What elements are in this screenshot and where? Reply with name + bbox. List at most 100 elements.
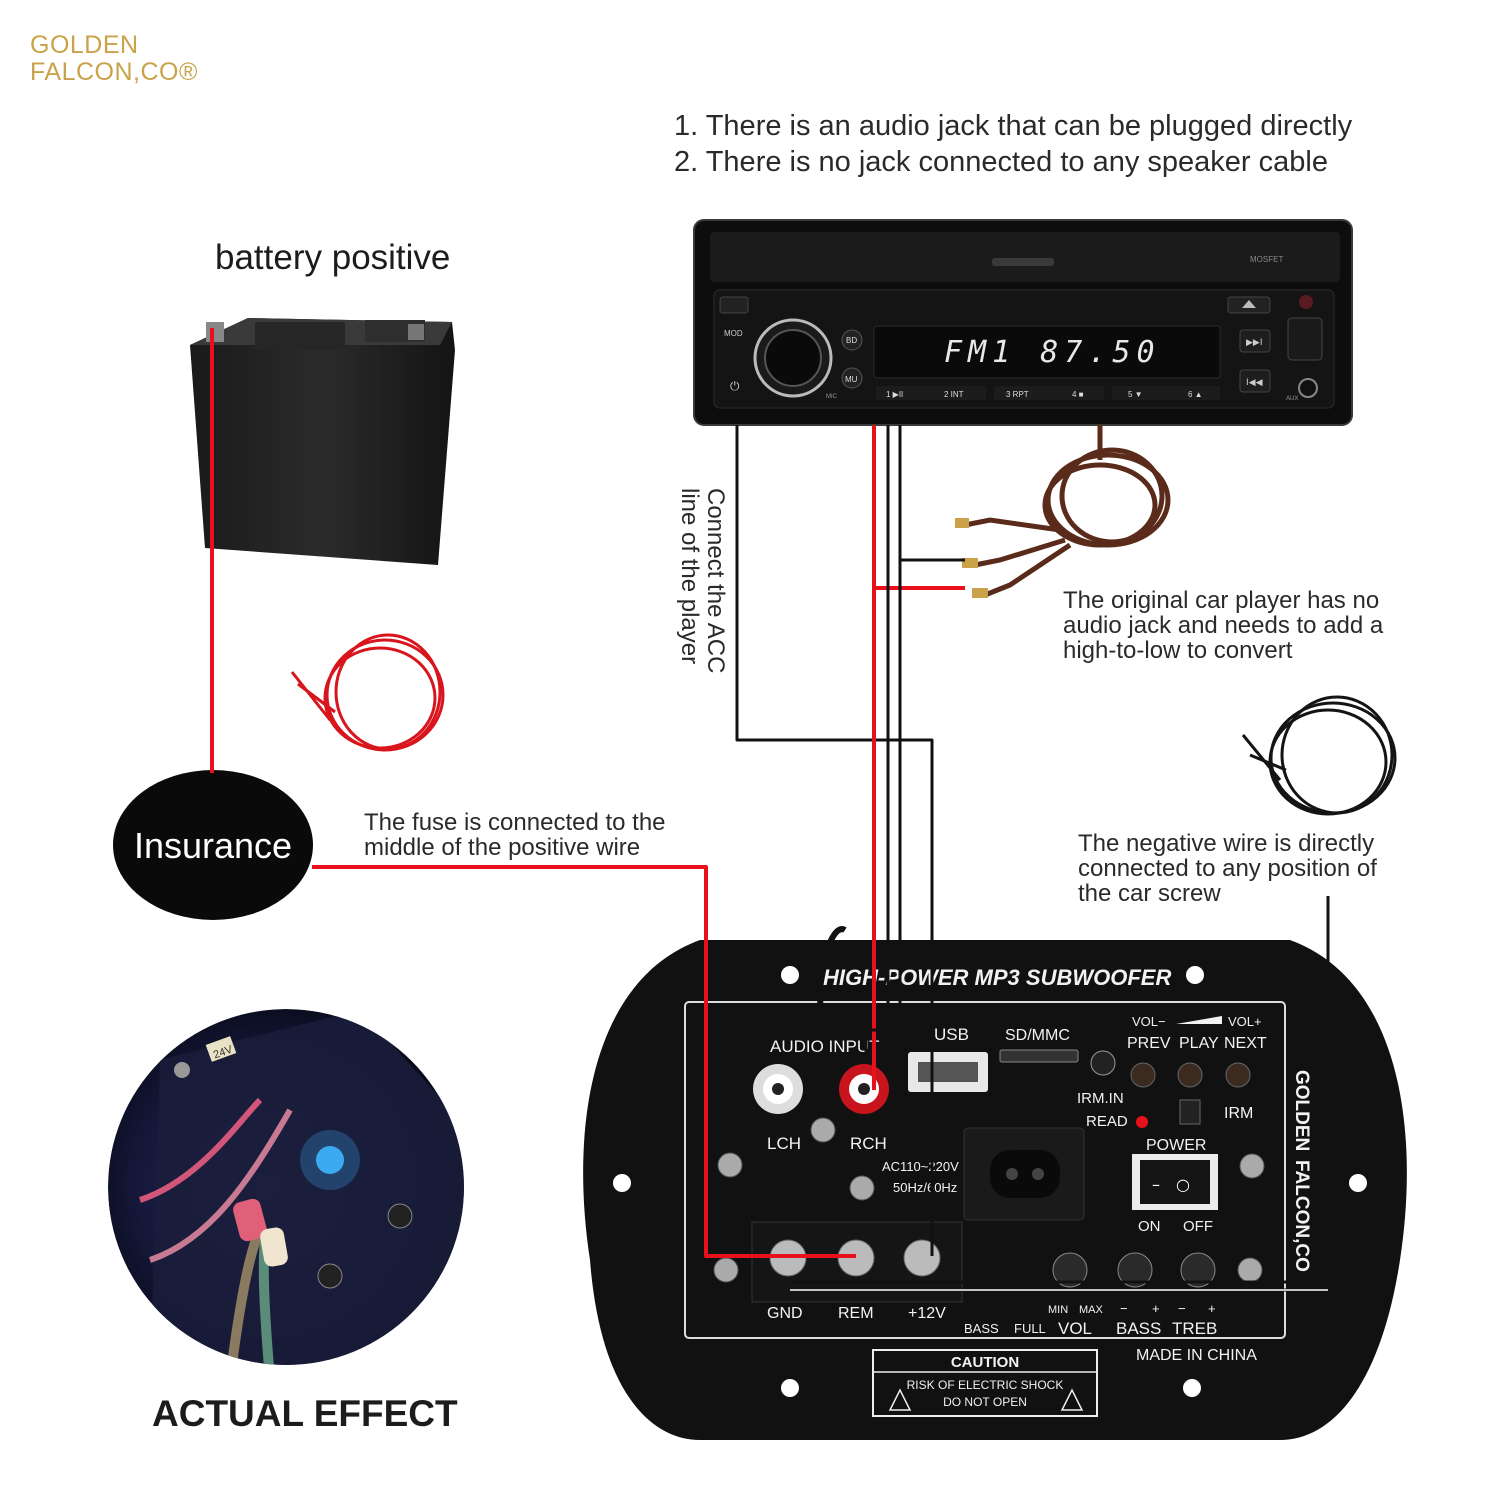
acc-note-line-2: line of the player xyxy=(676,488,703,665)
prev-track-button[interactable] xyxy=(1239,369,1271,393)
caution-title: CAUTION xyxy=(951,1354,1019,1371)
original-player-line-2: audio jack and needs to add a xyxy=(1063,612,1384,639)
acc-note-line-1: Connect the ACC xyxy=(702,488,729,674)
made-in-china-label: MADE IN CHINA xyxy=(1136,1347,1257,1364)
battery-negative-terminal xyxy=(408,324,424,340)
play-label: PLAY xyxy=(1179,1035,1219,1052)
ac-frequency-label: 50Hz/60Hz xyxy=(893,1180,957,1195)
caution-do-not-open: DO NOT OPEN xyxy=(943,1395,1027,1409)
switch-on-icon: – xyxy=(1152,1175,1160,1194)
preset-1[interactable]: 1 ▶II xyxy=(886,390,903,399)
12v-terminal[interactable] xyxy=(903,1239,941,1277)
display-panel xyxy=(873,325,1221,379)
12v-label: +12V xyxy=(908,1305,946,1322)
rch-label: RCH xyxy=(850,1134,887,1153)
negative-note-line-1: The negative wire is directly xyxy=(1078,830,1375,857)
preset-2[interactable]: 2 INT xyxy=(944,390,964,399)
mic-label: MIC xyxy=(826,394,838,400)
black-wire-coil xyxy=(1241,695,1397,816)
next-track-icon: ▶▶I xyxy=(1246,338,1263,348)
fuse-note-line-1: The fuse is connected to the xyxy=(364,809,666,836)
mod-label: MOD xyxy=(724,329,743,338)
fuse-note: The fuse is connected to the middle of t… xyxy=(364,810,666,860)
read-label: READ xyxy=(1086,1113,1128,1130)
vol-knob-label: VOL xyxy=(1058,1319,1092,1338)
power-icon[interactable]: ⏻ xyxy=(730,379,740,393)
brand-line-2: FALCON,CO® xyxy=(30,58,198,86)
antenna-wire xyxy=(817,926,847,1037)
preset-5[interactable]: 5 ▼ xyxy=(1128,390,1143,399)
treb-minus: − xyxy=(1178,1301,1186,1316)
switch-off-icon: ○ xyxy=(1176,1175,1190,1194)
vol-minus-label: VOL− xyxy=(1132,1014,1166,1029)
display-frequency: FM1 87.50 xyxy=(944,335,1161,370)
ac-voltage-label: AC110~220V xyxy=(882,1159,959,1174)
treb-plus: + xyxy=(1208,1301,1216,1316)
bass-knob-label: BASS xyxy=(1116,1319,1161,1338)
irm-label: IRM xyxy=(1224,1105,1253,1122)
negative-note-line-3: the car screw xyxy=(1078,880,1221,907)
mute-button[interactable] xyxy=(841,367,863,389)
play-button[interactable] xyxy=(1177,1062,1203,1088)
screw-icon xyxy=(1237,1257,1263,1283)
red-wire-coil xyxy=(290,633,445,752)
eject-left-button[interactable] xyxy=(719,296,749,314)
next-track-button[interactable] xyxy=(1239,329,1271,353)
insurance-fuse xyxy=(113,770,313,920)
note-no-jack: 2. There is no jack connected to any spe… xyxy=(674,146,1328,178)
board-title: HIGH-POWER MP3 SUBWOOFER xyxy=(823,965,1171,990)
prev-track-icon: I◀◀ xyxy=(1246,378,1263,388)
battery-positive-terminal xyxy=(206,322,224,342)
board-side-brand-1: GOLDEN xyxy=(1291,1070,1312,1151)
irm-in-label: IRM.IN xyxy=(1077,1090,1124,1107)
irm-jack xyxy=(1090,1050,1116,1076)
negative-wire-note: The negative wire is directly connected … xyxy=(1078,831,1377,906)
aux-jack[interactable] xyxy=(1298,378,1318,398)
lch-label: LCH xyxy=(767,1134,801,1153)
screw-icon xyxy=(717,1152,743,1178)
usb-port[interactable] xyxy=(1287,317,1323,361)
shock-warning-icon-right xyxy=(1060,1388,1084,1411)
car-head-unit: MOSFET MOD ⏻ BD MU MIC FM1 87.50 ▶▶I I◀◀… xyxy=(693,219,1353,426)
screw-icon xyxy=(713,1257,739,1283)
audio-black-wire xyxy=(864,425,890,1062)
treb-knob[interactable] xyxy=(1180,1252,1216,1288)
bass-knob[interactable] xyxy=(1117,1252,1153,1288)
preset-3[interactable]: 3 RPT xyxy=(1006,390,1029,399)
caution-label: CAUTION RISK OF ELECTRIC SHOCK DO NOT OP… xyxy=(872,1349,1098,1417)
photo-knob xyxy=(387,1203,413,1229)
shock-warning-icon-left xyxy=(888,1388,912,1411)
next-button[interactable] xyxy=(1225,1062,1251,1088)
bd-button[interactable] xyxy=(841,329,863,351)
vol-knob[interactable] xyxy=(1052,1252,1088,1288)
acc-note: Connect the ACC line of the player xyxy=(676,488,729,674)
sd-card-slot[interactable] xyxy=(999,1049,1079,1063)
positive-to-amp-wire xyxy=(312,865,856,1258)
actual-effect-photo: 24V xyxy=(108,1009,464,1365)
blue-led-icon xyxy=(316,1146,344,1174)
prev-button[interactable] xyxy=(1130,1062,1156,1088)
note-jack-direct: 1. There is an audio jack that can be pl… xyxy=(674,110,1353,142)
original-player-note: The original car player has no audio jac… xyxy=(1063,588,1383,663)
rem-label: REM xyxy=(838,1305,874,1322)
eject-icon xyxy=(1242,300,1256,308)
full-switch-label: FULL xyxy=(1014,1321,1046,1336)
battery-positive-label: battery positive xyxy=(215,238,451,277)
rca-plugs xyxy=(955,518,988,598)
max-label: MAX xyxy=(1079,1304,1104,1316)
preset-6[interactable]: 6 ▲ xyxy=(1188,390,1203,399)
screw-icon xyxy=(1239,1153,1265,1179)
head-unit-brand: MOSFET xyxy=(1250,255,1283,264)
battery xyxy=(190,318,455,565)
off-label: OFF xyxy=(1183,1218,1213,1235)
bass-switch-label: BASS xyxy=(964,1321,999,1336)
actual-effect-label: ACTUAL EFFECT xyxy=(152,1393,458,1434)
sdmmc-label: SD/MMC xyxy=(1005,1027,1070,1044)
brand-line-1: GOLDEN xyxy=(30,31,139,59)
next-label: NEXT xyxy=(1224,1035,1267,1052)
preset-4[interactable]: 4 ■ xyxy=(1072,390,1084,399)
reset-button[interactable] xyxy=(1299,295,1313,309)
wires xyxy=(210,328,1330,1292)
original-player-line-1: The original car player has no xyxy=(1063,587,1380,614)
